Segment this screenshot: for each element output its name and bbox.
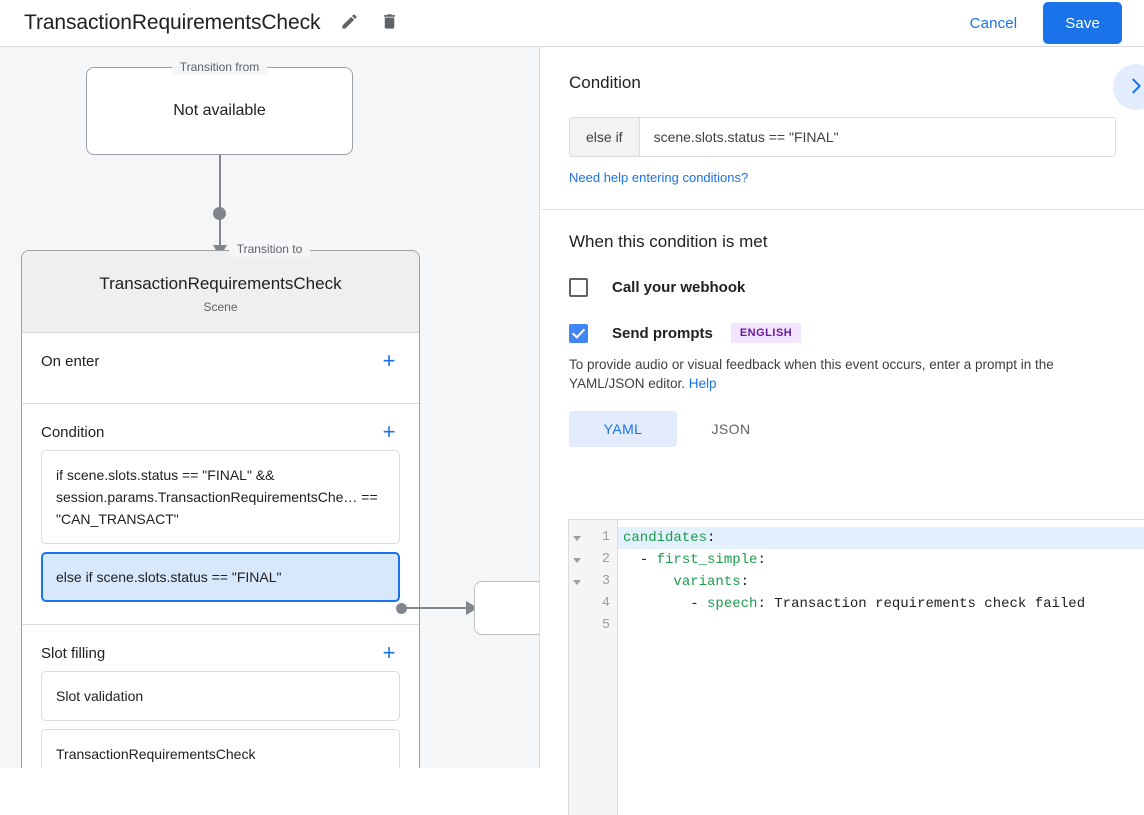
section-condition-header: Condition + [22,404,419,450]
connector-dot [213,207,226,220]
line-number: 2 [601,552,610,567]
call-webhook-label: Call your webhook [612,279,746,296]
condition-list-item[interactable]: if scene.slots.status == "FINAL" && sess… [41,450,400,544]
section-slot-filling-header: Slot filling + [22,625,419,671]
add-condition-button[interactable]: + [382,419,396,444]
expand-panel-button[interactable] [1113,64,1144,110]
condition-prefix-label: else if [570,118,640,156]
code-value: Transaction requirements check failed [765,596,1086,612]
app-header: TransactionRequirementsCheck Cancel Save [0,0,1144,47]
code-indent [623,596,690,612]
code-key: first_simple [656,552,758,568]
code-colon: : [707,530,716,546]
line-number: 5 [601,618,610,633]
line-number: 4 [601,596,610,611]
section-on-enter-header: On enter + [22,333,419,389]
code-indent [623,574,673,590]
transition-from-legend: Transition from [171,60,268,75]
line-number: 3 [601,574,610,589]
section-on-enter-title: On enter [41,352,100,370]
slot-filling-list-item[interactable]: Slot validation [41,671,400,721]
condition-list-item-selected[interactable]: else if scene.slots.status == "FINAL" [41,552,400,602]
page-title: TransactionRequirementsCheck [24,11,321,34]
transition-from-value: Not available [173,102,266,119]
line-number: 1 [601,530,610,545]
section-condition-title: Condition [41,423,105,441]
condition-section: Condition else if Need help entering con… [541,47,1144,210]
code-key: speech [707,596,758,612]
prompts-help-link[interactable]: Help [688,376,717,391]
gutter-row: 2 [569,549,617,571]
gutter-row: 5 [569,615,617,637]
fold-caret-icon[interactable] [573,579,581,585]
tab-json[interactable]: JSON [677,411,785,447]
send-prompts-label: Send prompts [612,324,713,342]
code-line[interactable]: candidates: [618,527,1144,549]
outgoing-edge-dot [396,603,407,614]
section-slot-filling: Slot filling + Slot validation Transacti… [22,625,419,768]
prompts-helper-sentence: To provide audio or visual feedback when… [569,357,1054,391]
body-area: Transition from Not available Transition… [0,47,1144,815]
language-badge: ENGLISH [730,323,802,343]
call-webhook-row[interactable]: Call your webhook [569,278,1116,297]
pencil-icon [340,12,359,34]
scene-card-title: TransactionRequirementsCheck [99,274,342,293]
delete-button[interactable] [374,8,404,38]
editor-code-area[interactable]: candidates: - first_simple: variants: - … [618,520,1144,815]
code-colon: : [757,552,766,568]
send-prompts-checkbox[interactable] [569,323,588,343]
edit-name-button[interactable] [334,8,364,38]
scene-card-header: TransactionRequirementsCheck Scene [22,251,419,333]
target-node-stub[interactable] [474,581,539,635]
connector-line [219,155,221,251]
send-prompts-row[interactable]: Send prompts ENGLISH [569,323,1116,343]
transition-to-legend: Transition to [228,242,311,257]
code-dash: - [639,552,657,568]
save-button[interactable]: Save [1043,2,1122,44]
slot-filling-list-item[interactable]: TransactionRequirementsCheck [41,729,400,768]
add-on-enter-button[interactable]: + [382,348,396,373]
code-key: candidates [623,530,708,546]
editor-gutter: 1 2 3 4 5 [569,520,618,815]
scene-card-subtitle: Scene [203,300,238,314]
code-colon: : [757,596,766,612]
condition-input-row[interactable]: else if [569,117,1116,157]
fold-caret-icon[interactable] [573,535,581,541]
gutter-row: 4 [569,593,617,615]
graph-canvas[interactable]: Transition from Not available Transition… [0,47,540,768]
condition-expression-input[interactable] [639,118,1115,156]
transition-to-node[interactable]: TransactionRequirementsCheck Scene On en… [21,250,420,768]
code-key: variants [673,574,741,590]
prompts-helper-text: To provide audio or visual feedback when… [569,355,1116,393]
section-condition: Condition + if scene.slots.status == "FI… [22,404,419,625]
trash-icon [380,12,399,34]
code-line[interactable]: - first_simple: [618,549,1144,571]
code-line[interactable]: - speech: Transaction requirements check… [618,593,1144,615]
when-condition-met-heading: When this condition is met [569,232,768,251]
code-indent [623,552,640,568]
outgoing-edge-line [406,607,468,609]
code-line[interactable]: variants: [618,571,1144,593]
condition-heading: Condition [569,73,641,92]
code-colon: : [740,574,750,590]
code-line[interactable] [618,615,1144,637]
editor-format-tabs: YAML JSON [569,411,1116,447]
tab-yaml[interactable]: YAML [569,411,677,447]
transition-from-node[interactable]: Transition from Not available [86,60,353,155]
code-dash: - [690,596,708,612]
gutter-row: 1 [569,527,617,549]
section-slot-filling-title: Slot filling [41,644,106,662]
gutter-row: 3 [569,571,617,593]
chevron-right-icon [1125,75,1144,100]
section-on-enter: On enter + [22,333,419,404]
yaml-code-editor[interactable]: 1 2 3 4 5 candidates: - first_simple: va… [568,519,1144,815]
call-webhook-checkbox[interactable] [569,278,588,297]
when-condition-met-section: When this condition is met Call your web… [541,210,1144,447]
condition-help-link[interactable]: Need help entering conditions? [569,170,749,185]
fold-caret-icon[interactable] [573,557,581,563]
cancel-button[interactable]: Cancel [958,7,1030,40]
add-slot-filling-button[interactable]: + [382,640,396,665]
